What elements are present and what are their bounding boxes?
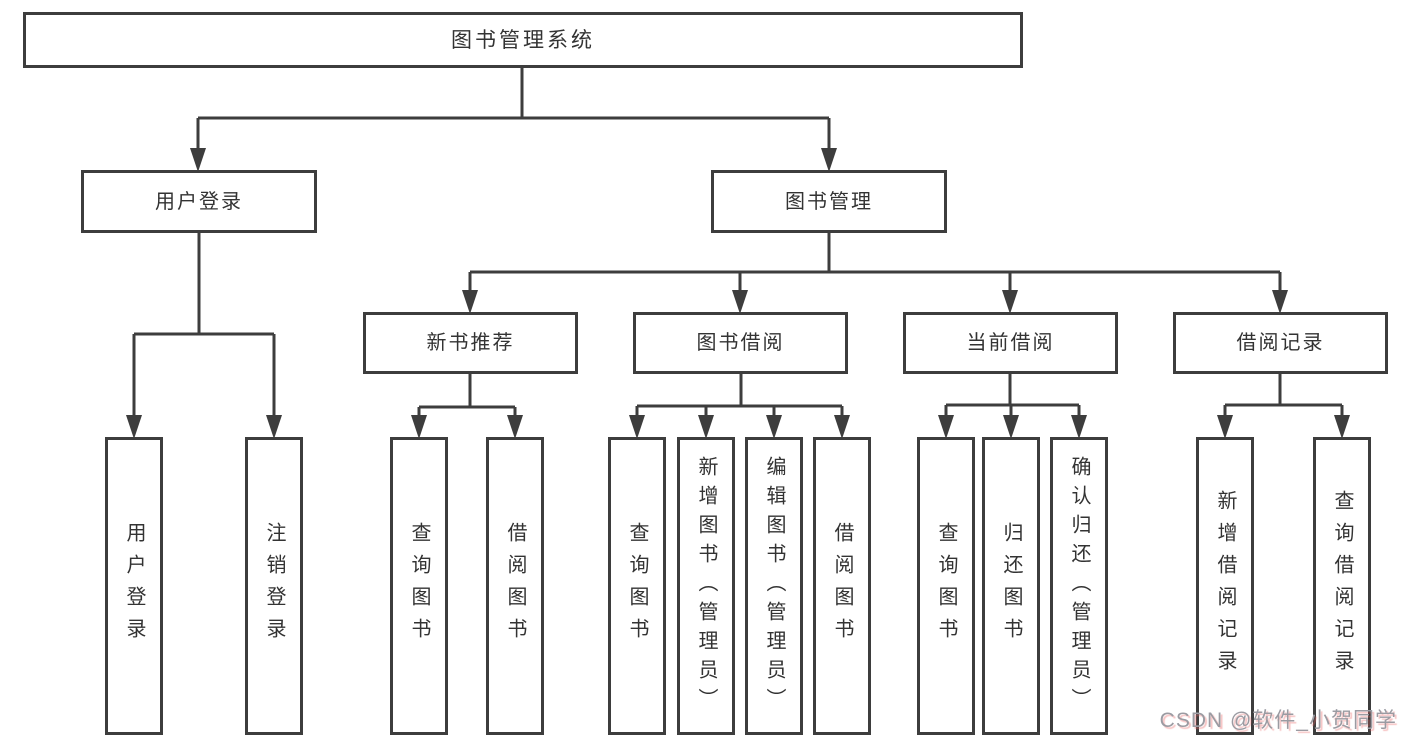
leaf-add-borrow-record-label: 新增借阅记录 xyxy=(1214,490,1236,682)
arrow-icon xyxy=(732,290,748,314)
leaf-query-book-rec: 查询图书 xyxy=(390,437,448,735)
leaf-query-book-borrow: 查询图书 xyxy=(608,437,666,735)
leaf-user-login-label: 用户登录 xyxy=(123,522,145,650)
connector-borrowrecords-to-leaves xyxy=(1223,374,1344,418)
arrow-icon xyxy=(1002,290,1018,314)
arrow-icon xyxy=(190,148,206,172)
leaf-query-borrow-record: 查询借阅记录 xyxy=(1313,437,1371,735)
arrow-icon xyxy=(1217,415,1233,439)
leaf-confirm-return: 确认归还（管理员） xyxy=(1050,437,1108,735)
arrow-icon xyxy=(938,415,954,439)
leaf-query-book-current-label: 查询图书 xyxy=(935,522,957,650)
arrow-icon xyxy=(462,290,478,314)
leaf-query-book-rec-label: 查询图书 xyxy=(408,522,430,650)
leaf-add-borrow-record: 新增借阅记录 xyxy=(1196,437,1254,735)
leaf-logout: 注销登录 xyxy=(245,437,303,735)
arrow-icon xyxy=(821,148,837,172)
arrow-icon xyxy=(507,415,523,439)
leaf-add-book: 新增图书（管理员） xyxy=(677,437,735,735)
leaf-query-book-borrow-label: 查询图书 xyxy=(626,522,648,650)
arrow-icon xyxy=(1272,290,1288,314)
leaf-logout-label: 注销登录 xyxy=(263,522,285,650)
connector-newbookrec-to-leaves xyxy=(417,374,517,418)
leaf-edit-book: 编辑图书（管理员） xyxy=(745,437,803,735)
leaf-borrow-book-borrow: 借阅图书 xyxy=(813,437,871,735)
node-user-login: 用户登录 xyxy=(81,170,317,233)
node-book-borrow: 图书借阅 xyxy=(633,312,848,374)
connector-bookmgmt-to-level3 xyxy=(468,233,1282,292)
node-new-book-rec: 新书推荐 xyxy=(363,312,578,374)
arrow-icon xyxy=(834,415,850,439)
arrow-icon xyxy=(1003,415,1019,439)
node-user-login-label: 用户登录 xyxy=(155,190,243,213)
connector-bookborrow-to-leaves xyxy=(635,374,844,418)
leaf-borrow-book-rec-label: 借阅图书 xyxy=(504,522,526,650)
connector-userlogin-to-leaves xyxy=(132,233,276,418)
arrow-icon xyxy=(698,415,714,439)
node-book-borrow-label: 图书借阅 xyxy=(696,332,785,354)
watermark: CSDN @软件_小贺同学 xyxy=(1159,709,1397,732)
leaf-return-book: 归还图书 xyxy=(982,437,1040,735)
leaf-borrow-book-rec: 借阅图书 xyxy=(486,437,544,735)
connector-root-to-level2 xyxy=(196,68,831,152)
arrow-icon xyxy=(126,415,142,439)
arrow-icon xyxy=(629,415,645,439)
leaf-add-book-label: 新增图书（管理员） xyxy=(695,455,717,717)
leaf-borrow-book-borrow-label: 借阅图书 xyxy=(831,522,853,650)
leaf-edit-book-label: 编辑图书（管理员） xyxy=(763,455,785,717)
node-current-borrow: 当前借阅 xyxy=(903,312,1118,374)
node-book-mgmt-label: 图书管理 xyxy=(785,190,873,213)
arrow-icon xyxy=(1071,415,1087,439)
connector-currentborrow-to-leaves xyxy=(944,374,1081,418)
node-current-borrow-label: 当前借阅 xyxy=(966,332,1055,354)
node-borrow-records-label: 借阅记录 xyxy=(1236,332,1325,354)
arrow-icon xyxy=(411,415,427,439)
arrow-icon xyxy=(766,415,782,439)
leaf-return-book-label: 归还图书 xyxy=(1000,522,1022,650)
arrow-icon xyxy=(1334,415,1350,439)
node-borrow-records: 借阅记录 xyxy=(1173,312,1388,374)
leaf-confirm-return-label: 确认归还（管理员） xyxy=(1068,455,1090,717)
leaf-query-book-current: 查询图书 xyxy=(917,437,975,735)
node-root: 图书管理系统 xyxy=(23,12,1023,68)
node-root-label: 图书管理系统 xyxy=(451,28,595,52)
arrow-icon xyxy=(266,415,282,439)
leaf-query-borrow-record-label: 查询借阅记录 xyxy=(1331,490,1353,682)
node-book-mgmt: 图书管理 xyxy=(711,170,947,233)
arrowheads xyxy=(126,148,1350,439)
node-new-book-rec-label: 新书推荐 xyxy=(426,332,515,354)
leaf-user-login: 用户登录 xyxy=(105,437,163,735)
